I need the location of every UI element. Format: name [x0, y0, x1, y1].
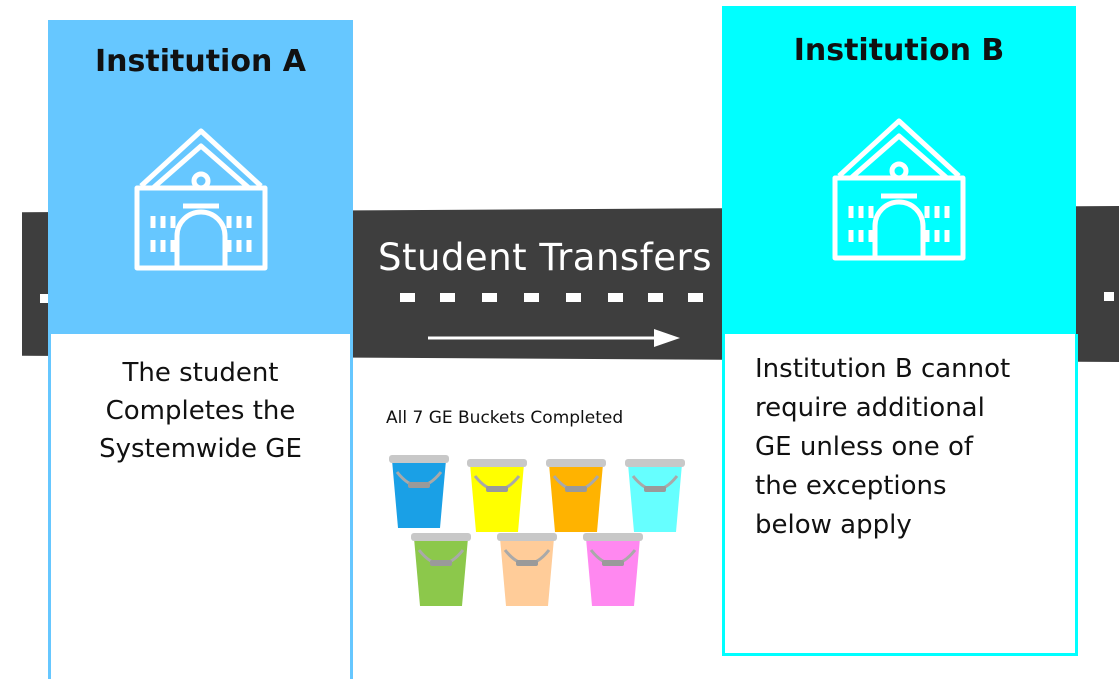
- bucket-icon: [497, 533, 557, 606]
- student-transfers-label: Student Transfers: [378, 236, 712, 279]
- road-dash: [400, 293, 415, 302]
- school-building-icon: [832, 118, 966, 261]
- institution-b-description: Institution B cannot require additional …: [722, 334, 1078, 656]
- bucket-icon: [411, 533, 471, 606]
- institution-a-header: Institution A: [48, 20, 353, 334]
- road-dash: [608, 293, 623, 302]
- road-dash: [648, 293, 663, 302]
- institution-b-line: the exceptions: [755, 471, 947, 501]
- bucket-icon: [625, 459, 685, 532]
- road-dash: [524, 293, 539, 302]
- institution-b-line: Institution B cannot: [755, 354, 1011, 384]
- institution-a-line: Completes the: [105, 396, 296, 426]
- bucket-icon: [546, 459, 606, 532]
- buckets-caption: All 7 GE Buckets Completed: [386, 408, 624, 428]
- road-dash: [566, 293, 581, 302]
- bucket-icon: [389, 455, 449, 528]
- institution-b-header: Institution B: [722, 6, 1076, 334]
- road-dash: [40, 294, 50, 303]
- right-arrow-icon: [428, 329, 680, 347]
- institution-b-line: GE unless one of: [755, 432, 974, 462]
- institution-a-line: The student: [122, 358, 279, 388]
- road-dash: [688, 293, 703, 302]
- road-dash: [440, 293, 455, 302]
- institution-a-description: The student Completes the Systemwide GE: [48, 334, 353, 679]
- institution-b-title: Institution B: [793, 33, 1005, 68]
- bucket-icon: [467, 459, 527, 532]
- institution-b-line: require additional: [755, 393, 985, 423]
- bucket-icon: [583, 533, 643, 606]
- institution-a-line: Systemwide GE: [99, 434, 302, 464]
- road-dash: [482, 293, 497, 302]
- institution-b-line: below apply: [755, 510, 912, 540]
- institution-a-title: Institution A: [95, 44, 306, 79]
- road-dash: [1104, 292, 1114, 301]
- school-building-icon: [134, 128, 267, 271]
